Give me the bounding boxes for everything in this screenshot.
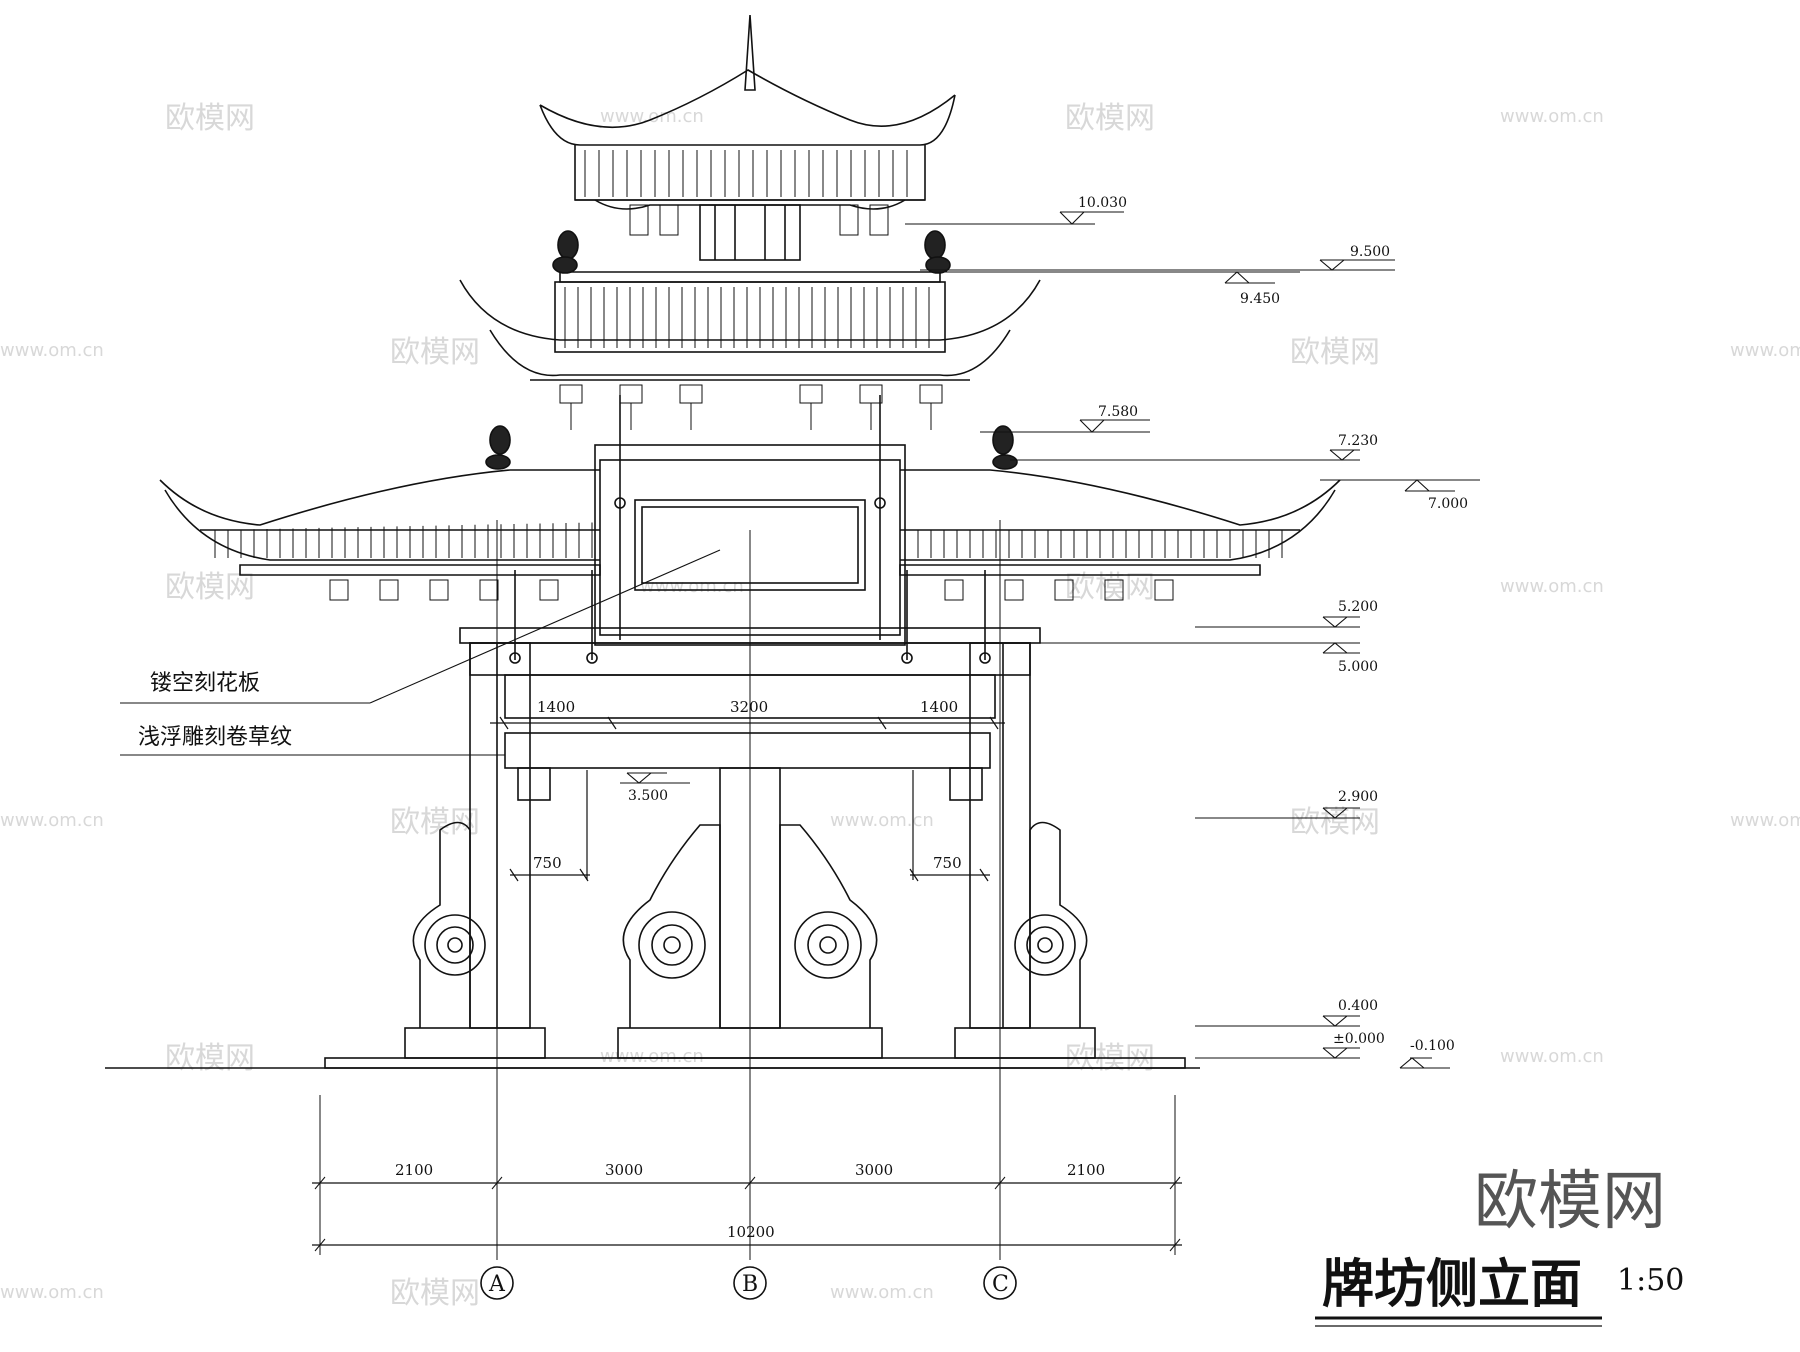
drawing-title: 牌坊侧立面 — [1322, 1254, 1582, 1315]
drum-stone-medallion — [1014, 914, 1076, 976]
dimension-label: 2100 — [395, 1161, 433, 1179]
axis-label-a: A — [488, 1272, 506, 1297]
watermark: 欧模网 — [165, 101, 255, 136]
drum-stone-support — [622, 824, 721, 1028]
drum-stone-support — [1029, 821, 1088, 1028]
elevation-label: 7.230 — [1338, 433, 1378, 449]
lower-roof-right — [899, 425, 1341, 601]
elevation-label: 5.200 — [1338, 599, 1378, 615]
elevation-label: 2.900 — [1338, 789, 1378, 805]
title-underline — [1315, 1316, 1602, 1327]
lower-beam — [504, 732, 991, 769]
watermark: 欧模网 — [165, 1041, 255, 1076]
annotation-relief-pattern: 浅浮雕刻卷草纹 — [138, 725, 292, 750]
dimension-label: 750 — [933, 854, 962, 872]
watermark-url: www.om.cn — [0, 1282, 104, 1303]
elevation-label: 7.580 — [1098, 404, 1138, 420]
watermark: 欧模网 — [165, 570, 255, 605]
dimension-label: 3000 — [605, 1161, 643, 1179]
top-roof-tiles — [584, 150, 908, 197]
axis-bubbles — [480, 1266, 1017, 1300]
watermark-url: www.om.cn — [1730, 810, 1800, 831]
elevation-label: 0.400 — [1338, 998, 1378, 1014]
watermark-url: www.om.cn — [1500, 576, 1604, 597]
dimension-label: 3200 — [730, 698, 768, 716]
dimension-label: 750 — [533, 854, 562, 872]
upper-dimensions — [490, 716, 1005, 882]
middle-brackets — [559, 384, 943, 430]
watermark-layer: 欧模网 www.om.cn 欧模网 www.om.cn 欧模网 欧模网 www.… — [0, 101, 1800, 1311]
dimension-total: 10200 — [727, 1223, 775, 1241]
drum-stone-support — [779, 824, 878, 1028]
elevation-label: ±0.000 — [1333, 1031, 1385, 1047]
dimension-label: 3000 — [855, 1161, 893, 1179]
watermark-url: www.om.cn — [600, 106, 704, 127]
watermark-url: www.om.cn — [1730, 340, 1800, 361]
dimension-label: 2100 — [1067, 1161, 1105, 1179]
top-brackets — [629, 204, 889, 236]
elevation-label: -0.100 — [1410, 1038, 1455, 1054]
guardian-lion-right-upper — [924, 230, 951, 274]
dimension-label: 1400 — [537, 698, 575, 716]
watermark-url: www.om.cn — [0, 340, 104, 361]
watermark-url: www.om.cn — [1500, 106, 1604, 127]
elevation-label: 9.500 — [1350, 244, 1390, 260]
column-bases — [105, 821, 1200, 1069]
top-roof — [539, 14, 956, 261]
middle-roof-edge — [459, 279, 1041, 341]
middle-roof — [459, 230, 1041, 430]
elevation-label: 3.500 — [628, 788, 668, 804]
drum-stone-support — [412, 821, 471, 1028]
axis-lines — [319, 520, 1176, 1260]
corbel — [517, 767, 551, 801]
elevation-label: 10.030 — [1078, 195, 1127, 211]
watermark: 欧模网 — [1065, 101, 1155, 136]
axis-label-c: C — [992, 1272, 1009, 1297]
guardian-lion-left-lower — [485, 425, 511, 470]
watermark: 欧模网 — [1290, 805, 1380, 840]
watermark: 欧模网 — [390, 1276, 480, 1311]
watermark: 欧模网 — [390, 805, 480, 840]
plinth — [404, 1027, 546, 1059]
axis-bubble-b — [733, 1266, 767, 1300]
watermark-url: www.om.cn — [1500, 1046, 1604, 1067]
elevation-markers — [620, 211, 1480, 1069]
watermark: 欧模网 — [1065, 570, 1155, 605]
elevation-label: 7.000 — [1428, 496, 1468, 512]
axis-bubble-a — [480, 1266, 514, 1300]
bottom-dimensions — [312, 1176, 1182, 1252]
elevation-label: 9.450 — [1240, 291, 1280, 307]
lower-roof-left — [159, 425, 601, 601]
middle-roof-tiles — [564, 287, 930, 348]
watermark-url: www.om.cn — [830, 810, 934, 831]
dimension-label: 1400 — [920, 698, 958, 716]
drum-stone-medallion — [638, 911, 706, 979]
watermark-url: www.om.cn — [600, 1046, 704, 1067]
annotation-carved-panel: 镂空刻花板 — [150, 671, 260, 696]
roof-finial — [744, 14, 756, 91]
watermark-url: www.om.cn — [640, 576, 744, 597]
elevation-label: 5.000 — [1338, 659, 1378, 675]
axis-bubble-c — [983, 1266, 1017, 1300]
axis-label-b: B — [742, 1272, 758, 1297]
watermark: 欧模网 — [1290, 335, 1380, 370]
drum-stone-medallion — [424, 914, 486, 976]
drawing-scale: 1:50 — [1617, 1263, 1684, 1298]
watermark: 欧模网 — [390, 335, 480, 370]
corbel — [949, 767, 983, 801]
middle-ridge — [559, 271, 941, 283]
brand-logo-text: 欧模网 — [1474, 1165, 1666, 1239]
top-roof-ridge — [539, 69, 956, 129]
watermark-url: www.om.cn — [0, 810, 104, 831]
watermark-url: www.om.cn — [830, 1282, 934, 1303]
guardian-lion-left-upper — [552, 230, 579, 274]
drum-stone-medallion — [794, 911, 862, 979]
annotation-leaders — [120, 549, 721, 756]
guardian-lion-right-lower — [992, 425, 1018, 470]
